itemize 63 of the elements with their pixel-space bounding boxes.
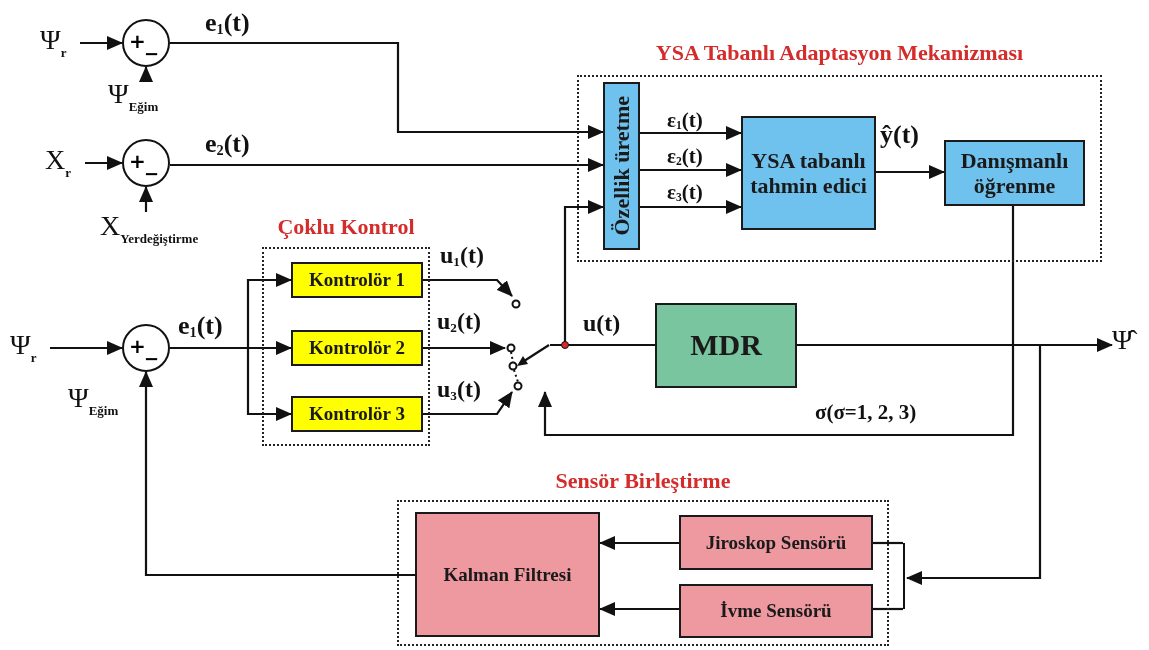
edge-label: e$_{1}$(t) xyxy=(205,10,250,37)
connector xyxy=(873,607,903,611)
connector xyxy=(550,200,604,347)
edge-label: u(t) xyxy=(583,311,621,335)
process-box: YSA tabanlı tahmin edici xyxy=(741,116,876,230)
edge-label: e$_{1}$(t) xyxy=(178,313,223,340)
edge-label: ŷ(t) xyxy=(880,122,919,148)
edge-label: u$_{1}$(t) xyxy=(440,243,484,268)
controller-box: Kontrolör 3 xyxy=(291,396,423,432)
minus-sign: − xyxy=(144,350,160,368)
summing-junction xyxy=(122,19,170,67)
edge-label: σ(σ=1, 2, 3) xyxy=(815,402,917,423)
minus-sign: − xyxy=(144,45,160,63)
edge-label: ε$_{3}$(t) xyxy=(667,182,703,204)
connector xyxy=(170,158,604,172)
connector xyxy=(873,541,903,545)
group-title: YSA Tabanlı Adaptasyon Mekanizması xyxy=(654,40,1025,67)
plus-sign: + xyxy=(129,336,146,356)
plus-sign: + xyxy=(129,31,146,51)
edge-label: e$_{2}$(t) xyxy=(205,131,250,158)
signal-label: X$_{r}$ xyxy=(45,146,71,179)
summing-junction xyxy=(122,324,170,372)
connector xyxy=(538,206,1015,437)
connector xyxy=(139,371,415,577)
connector xyxy=(85,156,123,170)
connector xyxy=(50,341,123,355)
process-box: Özellik üretme xyxy=(603,82,640,250)
minus-sign: − xyxy=(144,165,160,183)
connector xyxy=(423,278,513,297)
branch-line xyxy=(903,543,907,609)
connector xyxy=(139,66,153,82)
connector xyxy=(170,346,292,421)
sensor-box: İvme Sensörü xyxy=(679,584,873,638)
sensor-box: Jiroskop Sensörü xyxy=(679,515,873,570)
plant-box: MDR xyxy=(655,303,797,388)
connector xyxy=(640,163,742,177)
connector xyxy=(80,36,123,50)
connector xyxy=(599,536,679,550)
signal-label: Ψ$_{Eğim}$ xyxy=(68,384,119,417)
plus-sign: + xyxy=(129,151,146,171)
signal-label: Ψ$_{r}$ xyxy=(40,26,67,59)
edge-label: u$_{3}$(t) xyxy=(437,377,481,402)
connector xyxy=(423,341,506,355)
edge-label: ε$_{2}$(t) xyxy=(667,146,703,168)
connector xyxy=(876,165,945,179)
controller-box: Kontrolör 1 xyxy=(291,262,423,298)
controller-box: Kontrolör 2 xyxy=(291,330,423,366)
signal-label: Ψ$_{Eğim}$ xyxy=(108,80,159,113)
connector xyxy=(599,602,679,616)
signal-label: X$_{Yerdeğiştirme}$ xyxy=(100,212,199,245)
connector xyxy=(640,126,742,140)
process-box: Danışmanlı öğrenme xyxy=(944,140,1085,206)
connector xyxy=(170,41,604,139)
signal-label: Ψ$_{r}$ xyxy=(10,331,37,364)
summing-junction xyxy=(122,139,170,187)
connector xyxy=(640,200,742,214)
group-title: Çoklu Kontrol xyxy=(276,214,416,241)
group-title: Sensör Birleştirme xyxy=(554,468,732,495)
connector xyxy=(423,391,513,416)
sensor-box: Kalman Filtresi xyxy=(415,512,600,637)
edge-label: u$_{2}$(t) xyxy=(437,309,481,334)
edge-label: ε$_{1}$(t) xyxy=(667,110,703,132)
connector xyxy=(139,186,153,212)
